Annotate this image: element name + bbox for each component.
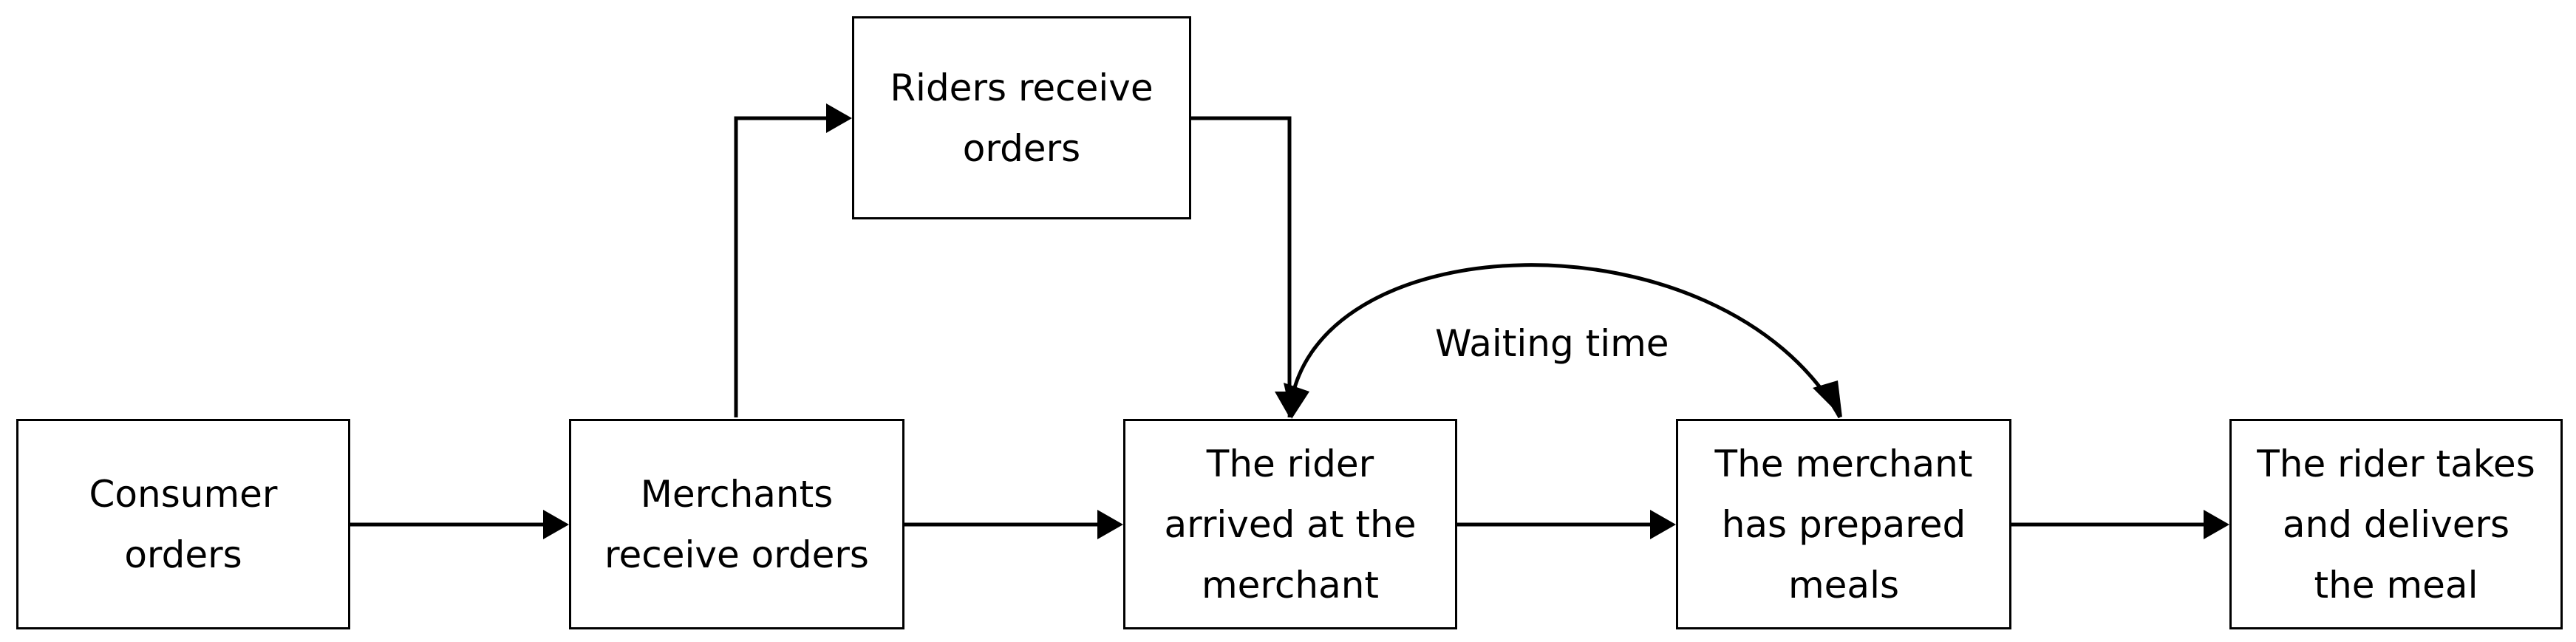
node-riders-receive-orders: Riders receive orders — [852, 16, 1191, 219]
edge-riders-to-rider-arrived — [1191, 116, 1304, 417]
edge-merchants-to-rider-arrived — [904, 510, 1123, 539]
waiting-arrowhead-right — [1813, 380, 1842, 417]
node-merchants-receive-orders-label: Merchants receive orders — [604, 472, 869, 576]
waiting-time-label: Waiting time — [1435, 322, 1669, 365]
node-rider-arrived: The rider arrived at the merchant — [1123, 419, 1457, 629]
node-rider-delivers: The rider takes and delivers the meal — [2229, 419, 2563, 629]
edge-waiting-time-curve — [1284, 263, 1842, 419]
node-merchant-prepared-label: The merchant has prepared meals — [1714, 442, 1973, 607]
node-consumer-orders-label: Consumer orders — [89, 472, 278, 576]
node-rider-delivers-label: The rider takes and delivers the meal — [2257, 442, 2535, 607]
node-consumer-orders: Consumer orders — [16, 419, 350, 629]
node-rider-arrived-label: The rider arrived at the merchant — [1164, 442, 1417, 607]
edge-merchant-prepared-to-rider-delivers — [2011, 510, 2229, 539]
edge-consumer-to-merchants — [349, 510, 569, 539]
node-merchants-receive-orders: Merchants receive orders — [569, 419, 904, 629]
edge-rider-arrived-to-merchant-prepared — [1457, 510, 1676, 539]
edge-merchants-to-riders — [734, 103, 852, 417]
node-merchant-prepared: The merchant has prepared meals — [1676, 419, 2011, 629]
waiting-arrowhead-left — [1284, 383, 1309, 419]
node-riders-receive-orders-label: Riders receive orders — [890, 66, 1154, 170]
